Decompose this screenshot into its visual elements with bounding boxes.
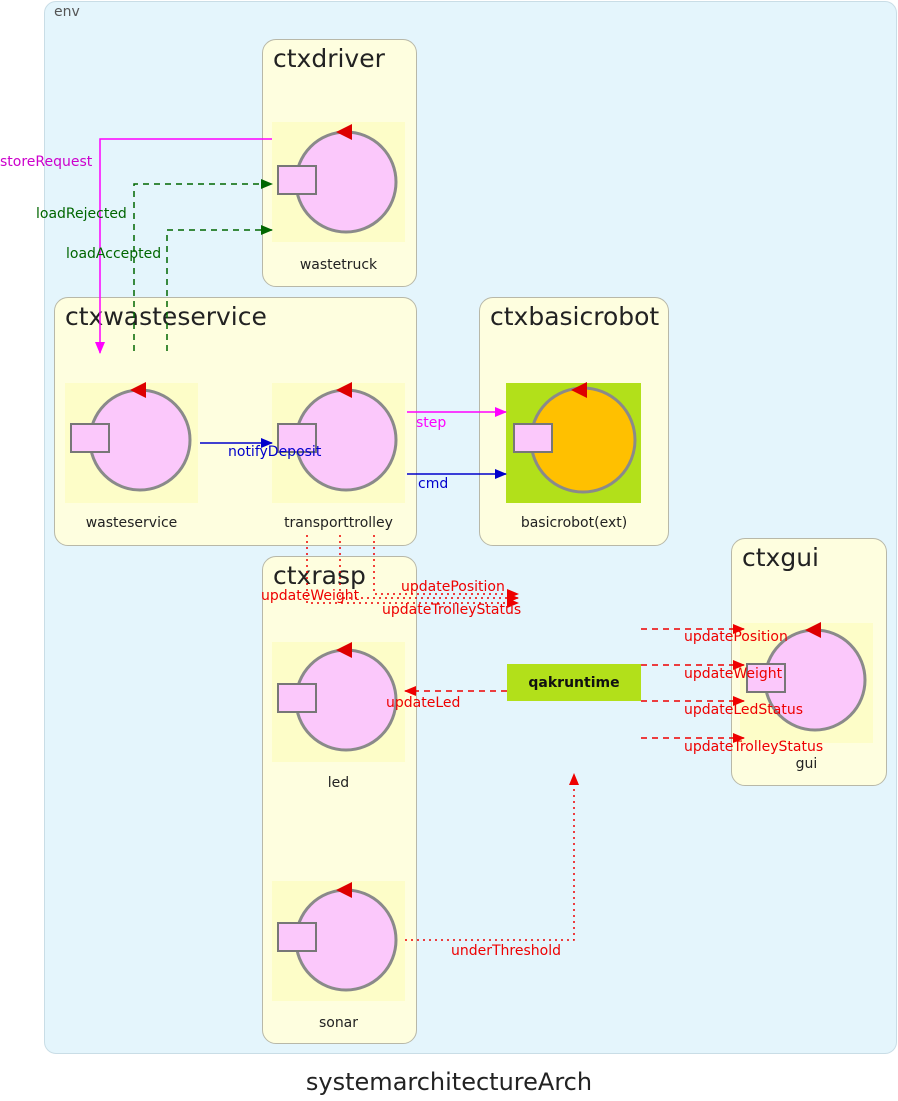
actor-name-gui: gui — [795, 756, 818, 772]
context-title: ctxbasicrobot — [490, 302, 660, 331]
label-updateWeight-trolley: updateWeight — [261, 588, 360, 604]
label-updateLedStatus-gui: updateLedStatus — [684, 702, 803, 718]
label-updateWeight-gui: updateWeight — [684, 666, 783, 682]
actor-name-wastetruck: wastetruck — [299, 257, 378, 273]
edge-loadRejected — [133, 179, 273, 351]
actor-sonar[interactable] — [277, 882, 398, 992]
qakruntime-box[interactable] — [507, 664, 641, 701]
label-updateTrolleyStatus-gui: updateTrolleyStatus — [684, 739, 823, 755]
actor-name-sonar: sonar — [318, 1015, 359, 1031]
actor-name-wasteservice: wasteservice — [85, 515, 178, 531]
actor-led[interactable] — [277, 642, 398, 752]
label-loadRejected: loadRejected — [36, 206, 127, 222]
context-title: ctxrasp — [273, 561, 366, 590]
label-updatePosition-trolley: updatePosition — [401, 579, 505, 595]
label-updateTrolleyStatus-trolley: updateTrolleyStatus — [382, 602, 521, 618]
qakruntime-label: qakruntime — [528, 675, 619, 691]
diagram-caption: systemarchitectureArch — [305, 1068, 593, 1096]
label-updatePosition-gui: updatePosition — [684, 629, 788, 645]
actor-name-led: led — [327, 775, 350, 791]
actor-name-transporttrolley: transporttrolley — [284, 515, 393, 531]
edge-underThreshold — [405, 773, 579, 941]
label-underThreshold: underThreshold — [451, 943, 561, 959]
context-title: ctxwasteservice — [65, 302, 267, 331]
label-loadAccepted: loadAccepted — [66, 246, 161, 262]
edge-storeRequest — [95, 138, 272, 354]
actor-wastetruck[interactable] — [277, 124, 398, 234]
actor-transporttrolley[interactable] — [277, 382, 398, 492]
actor-wasteservice[interactable] — [70, 382, 192, 492]
edge-updatePosition-trolley — [373, 535, 519, 599]
edge-loadAccepted — [166, 225, 273, 351]
env-label: env — [54, 4, 80, 20]
actor-gui[interactable] — [746, 622, 867, 732]
label-updateLed: updateLed — [386, 695, 460, 711]
actor-name-basicrobot: basicrobot(ext) — [520, 515, 628, 531]
context-title: ctxdriver — [273, 44, 385, 73]
context-title: ctxgui — [742, 543, 820, 572]
edge-updateTrolleyStatus-trolley — [306, 535, 519, 608]
edge-updateWeight-trolley — [339, 535, 519, 603]
label-step: step — [416, 415, 446, 431]
label-cmd: cmd — [418, 476, 448, 492]
actor-basicrobot[interactable] — [513, 382, 637, 494]
label-storeRequest: storeRequest — [0, 154, 93, 170]
label-notifyDeposit: notifyDeposit — [228, 444, 322, 460]
